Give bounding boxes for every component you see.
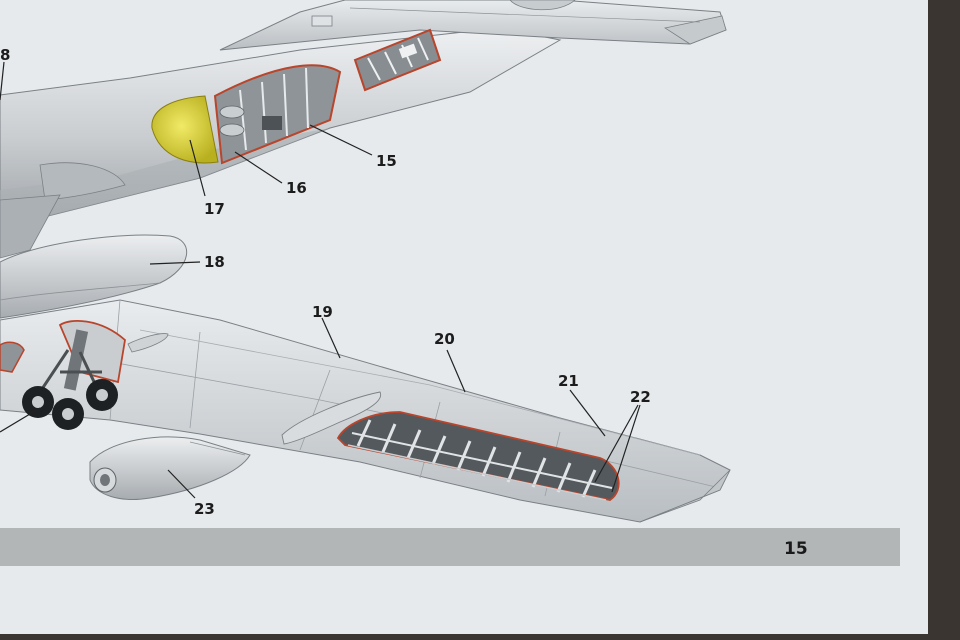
upper-wing [219,0,727,51]
fuselage-cutaway [151,28,442,165]
callout-labels: 8 15 16 17 18 19 20 21 22 23 [0,46,651,518]
callout-19: 19 [312,303,333,321]
yellow-compartment [151,95,219,164]
callout-22: 22 [630,388,651,406]
callout-23: 23 [194,500,215,518]
callout-15: 15 [376,152,397,170]
engine-pod [0,234,187,319]
wing-cutaway [336,411,620,501]
leader-lines [0,61,641,499]
callout-17: 17 [204,200,225,218]
engine-nacelle [89,436,251,500]
callout-16: 16 [286,179,307,197]
callout-21: 21 [558,372,579,390]
page-number: 15 [784,539,808,559]
callout-8: 8 [0,46,10,64]
callout-20: 20 [434,330,455,348]
bottom-band [0,528,900,566]
landing-gear [0,319,126,430]
callout-18: 18 [204,253,225,271]
